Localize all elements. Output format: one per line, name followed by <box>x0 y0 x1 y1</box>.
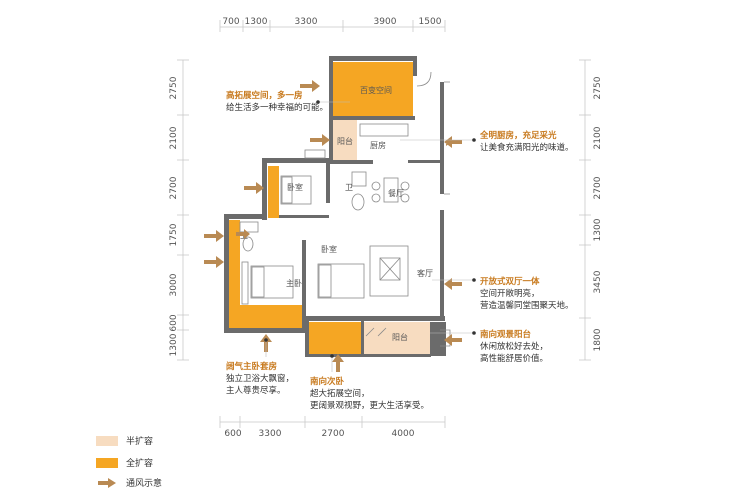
room-kitchen-label: 厨房 <box>370 140 386 150</box>
callout-flex: 高拓展空间，多一房 给生活多一种幸福的可能。 <box>226 90 328 114</box>
top-dim-4: 3900 <box>374 17 397 27</box>
bottom-dim-2: 3300 <box>259 429 282 439</box>
vent-arrow-icon <box>444 136 462 148</box>
room-south-balcony-label: 阳台 <box>392 332 408 342</box>
callout-balcony-body1: 休闲放松好去处， <box>480 342 549 352</box>
callout-kitchen-body: 让美食充满阳光的味道。 <box>480 143 574 153</box>
callout-bed2: 南向次卧 超大拓展空间， 更阔景观视野，更大生活享受。 <box>310 376 429 412</box>
callout-master: 阔气主卧套房 独立卫浴大飘窗， 主人尊贵尽享。 <box>226 361 294 397</box>
room-living-label: 客厅 <box>417 268 433 278</box>
left-dim-3: 2700 <box>169 176 179 199</box>
room-master-label: 主卧 <box>286 278 302 288</box>
bottom-dim-4: 4000 <box>392 429 415 439</box>
callout-flex-title: 高拓展空间，多一房 <box>226 91 303 101</box>
right-dim-3: 2700 <box>593 176 603 199</box>
legend-vent-label: 通风示意 <box>126 479 163 489</box>
right-dim-5: 3450 <box>593 270 603 293</box>
callout-bed2-body1: 超大拓展空间， <box>310 389 370 399</box>
legend-full-swatch <box>96 457 118 468</box>
vent-arrow-icon <box>332 354 344 372</box>
vent-arrow-icon <box>98 477 116 488</box>
top-dim-3: 3300 <box>295 17 318 27</box>
callout-kitchen: 全明厨房，充足采光 让美食充满阳光的味道。 <box>480 130 574 154</box>
left-dim-1: 2750 <box>169 76 179 99</box>
callout-living-title: 开放式双厅一体 <box>480 277 540 287</box>
callout-balcony-body2: 高性能舒居价值。 <box>480 354 549 364</box>
callout-bed2-title: 南向次卧 <box>310 377 345 387</box>
right-dim-6: 1800 <box>593 328 603 351</box>
legend-half-swatch <box>96 435 118 446</box>
right-dim-1: 2750 <box>593 76 603 99</box>
top-dim-5: 1500 <box>419 17 442 27</box>
full-expand-master-bottom <box>240 305 305 330</box>
legend-half: 半扩容 <box>96 434 153 447</box>
room-bath1-label: 卫 <box>345 183 353 192</box>
callout-bed2-body2: 更阔景观视野，更大生活享受。 <box>310 401 430 411</box>
callout-leaders <box>265 101 474 372</box>
callout-living: 开放式双厅一体 空间开敞明亮， 营造温馨同堂围聚天地。 <box>480 276 574 312</box>
bottom-dim-1: 600 <box>224 429 241 439</box>
vent-arrow-icon <box>204 256 224 268</box>
half-expand-small-balcony <box>333 120 357 160</box>
legend-vent: 通风示意 <box>96 476 162 489</box>
bottom-dim-3: 2700 <box>322 429 345 439</box>
vent-arrow-icon <box>244 182 264 194</box>
callout-living-body1: 空间开敞明亮， <box>480 289 540 299</box>
legend-half-label: 半扩容 <box>126 437 154 447</box>
left-dim-4: 1750 <box>169 223 179 246</box>
callout-living-body2: 营造温馨同堂围聚天地。 <box>480 301 574 311</box>
dimension-lines <box>177 20 591 428</box>
room-flex-label: 百变空间 <box>360 85 392 95</box>
furniture <box>239 71 451 347</box>
room-bed2-label: 卧室 <box>321 244 337 254</box>
left-dim-6: 600 <box>169 314 179 331</box>
callout-balcony-title: 南向观景阳台 <box>480 330 532 340</box>
walls <box>224 56 446 357</box>
left-dim-2: 2100 <box>169 126 179 149</box>
left-dim-7: 1300 <box>169 333 179 356</box>
callout-kitchen-title: 全明厨房，充足采光 <box>480 131 557 141</box>
full-expand-bed1-bay <box>268 166 279 218</box>
half-expand-south-balcony <box>364 322 430 355</box>
callout-dots <box>264 100 476 358</box>
room-dining-label: 餐厅 <box>388 189 404 198</box>
legend-full: 全扩容 <box>96 456 153 469</box>
full-expand-bed2 <box>309 322 361 355</box>
vent-arrow-icon <box>444 278 462 290</box>
full-expand-flex-room <box>333 62 413 118</box>
vent-arrow-icon <box>300 80 320 92</box>
left-dim-5: 3000 <box>169 273 179 296</box>
room-small-balcony-label: 阳台 <box>337 136 353 146</box>
legend-full-label: 全扩容 <box>126 459 154 469</box>
room-bed1-label: 卧室 <box>287 182 303 192</box>
callout-master-body2: 主人尊贵尽享。 <box>226 386 286 396</box>
callout-master-body1: 独立卫浴大飘窗， <box>226 374 295 384</box>
callout-balcony: 南向观景阳台 休闲放松好去处， 高性能舒居价值。 <box>480 329 548 365</box>
vent-arrow-icon <box>236 229 250 239</box>
ventilation-arrows <box>204 80 462 372</box>
top-dim-2: 1300 <box>245 17 268 27</box>
callout-flex-body: 给生活多一种幸福的可能。 <box>226 103 329 113</box>
top-dim-1: 700 <box>222 17 239 27</box>
right-dim-4: 1300 <box>593 218 603 241</box>
vent-arrow-icon <box>310 134 330 146</box>
vent-arrow-icon <box>444 334 462 346</box>
right-dim-2: 2100 <box>593 126 603 149</box>
callout-master-title: 阔气主卧套房 <box>226 362 278 372</box>
full-expand-master-bay <box>229 220 240 330</box>
vent-arrow-icon <box>204 230 224 242</box>
